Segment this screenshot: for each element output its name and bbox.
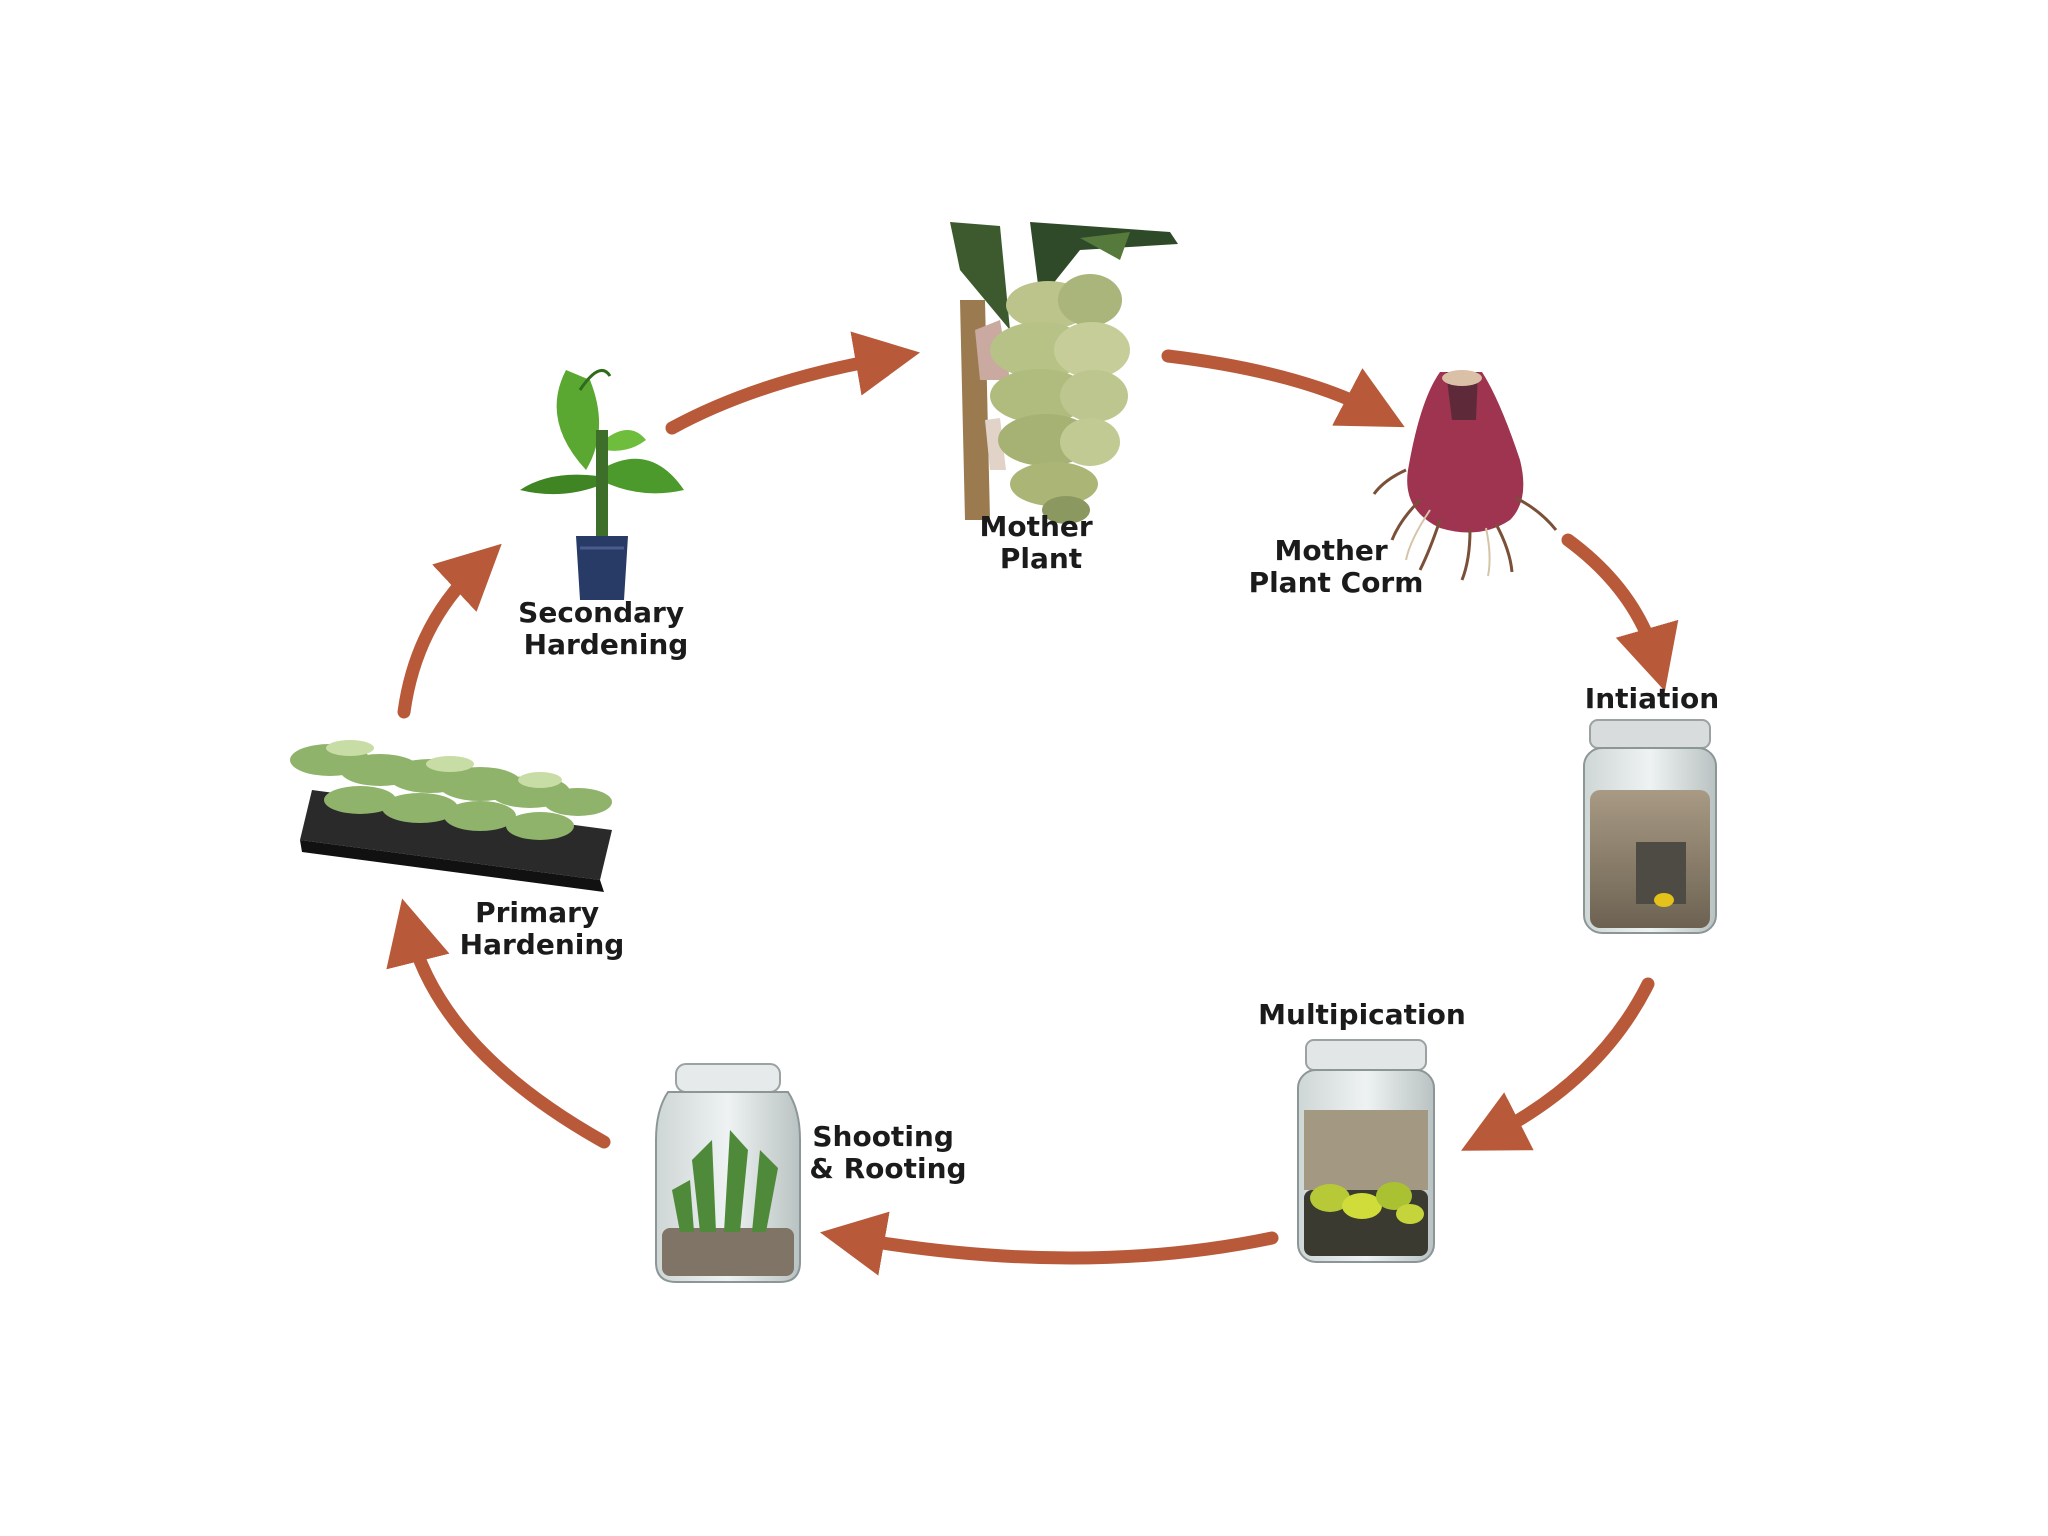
label-mother-plant-corm-line-1: Mother bbox=[1275, 534, 1388, 567]
label-secondary-hardening-line-2: Hardening bbox=[524, 628, 689, 661]
arrow-primary-to-secondary bbox=[397, 543, 502, 719]
label-primary-hardening-line-1: Primary bbox=[475, 896, 599, 929]
stage-labels: Mother Plant Mother Plant Corm Intiation… bbox=[460, 510, 1720, 1185]
label-secondary-hardening: Secondary Hardening bbox=[518, 596, 694, 661]
mother-plant-corm-illustration bbox=[1372, 370, 1558, 581]
label-shooting-rooting-line-1: Shooting bbox=[812, 1120, 954, 1153]
label-mother-plant: Mother Plant bbox=[980, 510, 1103, 575]
label-primary-hardening: Primary Hardening bbox=[460, 896, 625, 961]
mother-plant-illustration bbox=[950, 222, 1178, 524]
arrow-mother-to-corm bbox=[1161, 349, 1405, 428]
label-shooting-rooting: Shooting & Rooting bbox=[809, 1120, 966, 1185]
arrow-secondary-to-mother bbox=[665, 331, 921, 435]
label-shooting-rooting-line-2: & Rooting bbox=[809, 1152, 966, 1185]
label-primary-hardening-line-2: Hardening bbox=[460, 928, 625, 961]
arrow-multiplication-to-shooting bbox=[819, 1211, 1279, 1276]
shooting-rooting-jar-illustration bbox=[655, 1063, 801, 1283]
arrow-initiation-to-multiplication bbox=[1461, 977, 1655, 1151]
arrow-corm-to-initiation bbox=[1561, 533, 1679, 692]
label-multiplication: Multipication bbox=[1258, 998, 1466, 1031]
label-mother-plant-corm: Mother Plant Corm bbox=[1249, 534, 1424, 599]
label-mother-plant-line-2: Plant bbox=[1000, 542, 1082, 575]
primary-hardening-tray-illustration bbox=[290, 740, 612, 892]
label-mother-plant-corm-line-2: Plant Corm bbox=[1249, 566, 1424, 599]
label-secondary-hardening-line-1: Secondary bbox=[518, 596, 684, 629]
label-initiation: Intiation bbox=[1585, 682, 1719, 715]
cycle-arrows bbox=[386, 331, 1679, 1276]
label-mother-plant-line-1: Mother bbox=[980, 510, 1093, 543]
secondary-hardening-plant-illustration bbox=[520, 368, 684, 600]
arrow-shooting-to-primary bbox=[386, 898, 611, 1149]
multiplication-jar-illustration bbox=[1297, 1039, 1435, 1263]
initiation-jar-illustration bbox=[1583, 719, 1717, 934]
